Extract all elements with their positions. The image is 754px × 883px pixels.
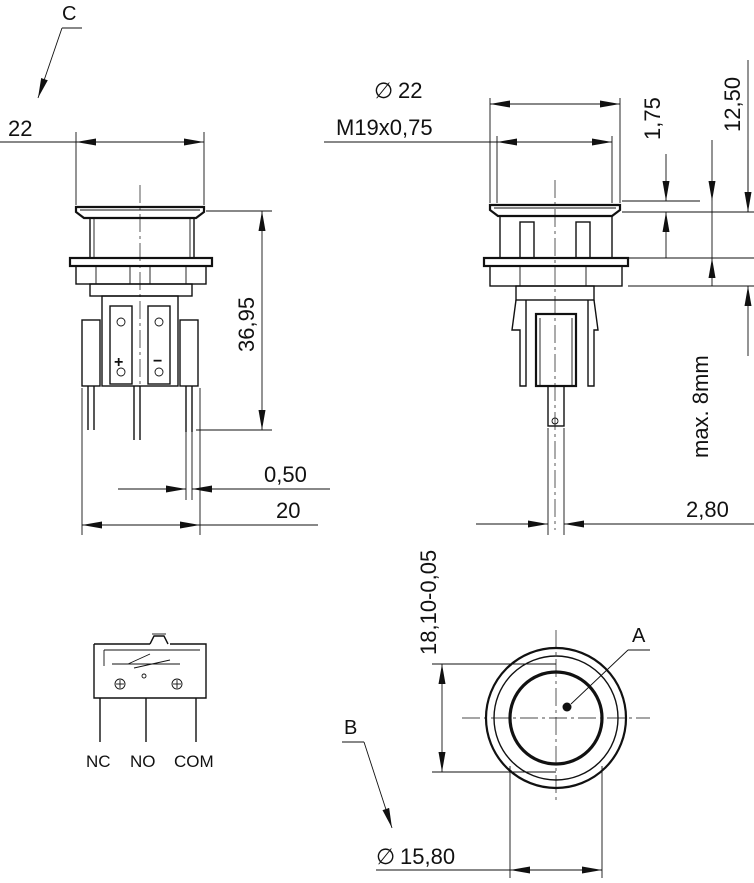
dim-thread-m19: M19x0,75 xyxy=(336,115,433,140)
front-view: + − xyxy=(68,185,214,440)
led-indicator-dot xyxy=(562,702,572,712)
dim-diameter-22: 22 xyxy=(398,78,422,103)
bottom-view xyxy=(462,630,650,800)
callout-a: A xyxy=(632,625,646,647)
dim-flange-1-75: 1,75 xyxy=(640,97,665,140)
side-view-dimensions: ∅ 22 M19x0,75 1,75 12,50 max. 8mm 2 xyxy=(324,60,754,535)
dim-height-12-50: 12,50 xyxy=(720,77,745,132)
dim-diameter-22-symbol: ∅ xyxy=(374,78,393,103)
callout-a-group: A xyxy=(570,625,650,705)
terminal-label-com: COM xyxy=(174,752,214,771)
side-view xyxy=(482,180,630,530)
terminal-minus-symbol: − xyxy=(153,353,162,370)
dim-max-8mm: max. 8mm xyxy=(688,355,713,458)
dim-diameter-15-80: 15,80 xyxy=(400,844,455,869)
dim-width-22-front: 22 xyxy=(8,116,32,141)
dim-cutout-18-10: 18,10-0,05 xyxy=(416,550,441,655)
switch-schematic: NC NO COM xyxy=(86,633,214,771)
view-c-callout: C xyxy=(37,3,82,99)
terminal-label-nc: NC xyxy=(86,752,111,771)
dim-width-2-80: 2,80 xyxy=(686,497,729,522)
dim-height-36-95: 36,95 xyxy=(234,297,259,352)
dim-diameter-15-80-symbol: ∅ xyxy=(376,844,395,869)
callout-b-group: B xyxy=(342,717,393,829)
terminal-plus-symbol: + xyxy=(114,354,123,371)
callout-c: C xyxy=(62,3,76,25)
dim-gap-0-50: 0,50 xyxy=(264,462,307,487)
callout-b: B xyxy=(344,717,357,739)
bottom-view-dimensions: 18,10-0,05 ∅ 15,80 xyxy=(376,550,603,878)
dim-width-20: 20 xyxy=(276,498,300,523)
front-view-dimensions: 22 36,95 0,50 20 xyxy=(0,116,330,535)
terminal-label-no: NO xyxy=(130,752,156,771)
